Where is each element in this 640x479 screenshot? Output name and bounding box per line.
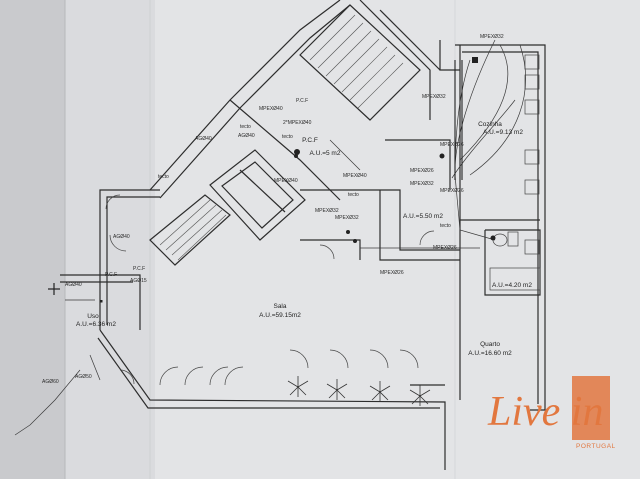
terrace-plants (287, 376, 431, 406)
tag-mpex40-d: 2*MPEXØ40 (283, 120, 312, 126)
tag-ag60: AGØ60 (42, 379, 59, 385)
tag-mpex26-e: MPEXØ26 (380, 270, 404, 276)
tag-pcf-left: P.C.F (105, 272, 117, 278)
room-area-cozinha: A.U.=9.13 m2 (483, 129, 523, 136)
tag-ag40-a: AGØ40 (195, 136, 212, 142)
room-name-uso: Uso (87, 313, 99, 320)
tag-pcf-left-2: P.C.F (133, 266, 145, 272)
room-name-quarto: Quarto (480, 341, 500, 348)
supply-pipe (454, 60, 463, 180)
stair-treads (159, 14, 404, 261)
room-area-sala: A.U.=59.15m2 (259, 312, 301, 319)
logo-block (572, 376, 610, 440)
room-name-cozinha: Cozinha (478, 121, 502, 128)
tag-ag40-c: AGØ40 (113, 234, 130, 240)
room-area-quarto: A.U.=16.60 m2 (468, 350, 512, 357)
tag-mpex40-c: MPEXØ40 (343, 173, 367, 179)
tag-tecto-a: tecto (240, 124, 251, 130)
tag-ag50: AGØ50 (75, 374, 92, 380)
room-area-bathroom: A.U.=5.50 m2 (403, 213, 443, 220)
room-area-uso: A.U.=6.36 m2 (76, 321, 116, 328)
tag-ag40-d: AGØ40 (65, 282, 82, 288)
paper-fold-left (0, 0, 65, 479)
tag-mpex32-c: MPEXØ32 (315, 208, 339, 214)
tag-tecto-b: tecto (282, 134, 293, 140)
tag-tecto-d: tecto (348, 192, 359, 198)
tag-mpex32-a: MPEXØ32 (422, 94, 446, 100)
tag-mpex26-c: MPEXØ26 (440, 188, 464, 194)
room-area-pcf-hall: A.U.=5 m2 (310, 150, 341, 157)
tag-mpex32-b: MPEXØ32 (410, 181, 434, 187)
logo-subtitle: PORTUGAL (576, 443, 616, 450)
room-name-pcf-hall: P.C.F (302, 137, 318, 144)
tag-mpex40-a: MPEXØ40 (259, 106, 283, 112)
tag-mpex40-b: MPEXØ40 (274, 178, 298, 184)
tag-tecto-e: tecto (440, 223, 451, 229)
fixture-markers (100, 57, 496, 303)
tag-mpex26-b: MPEXØ26 (410, 168, 434, 174)
tag-mpex26-a: MPEXØ26 (440, 142, 464, 148)
tag-mpex32-d: MPEXØ32 (335, 215, 359, 221)
tag-mpex32-top: MPEXØ32 (480, 34, 504, 40)
tag-ag40-b: AGØ40 (238, 133, 255, 139)
tag-pcf-top: P.C.F (296, 98, 308, 104)
tag-mpex26-d: MPEXØ26 (433, 245, 457, 251)
tag-tecto-c: tecto (158, 174, 169, 180)
paper-panel (65, 0, 155, 479)
walls (60, 0, 546, 470)
valve-symbol (48, 283, 60, 295)
room-name-sala: Sala (273, 303, 286, 310)
door-swings (105, 194, 435, 386)
live-in-logo: Live in PORTUGAL (487, 376, 616, 450)
tag-ag15: AGØ15 (130, 278, 147, 284)
logo-wordmark: Live in (487, 389, 603, 435)
room-area-wc: A.U.=4.20 m2 (492, 282, 532, 289)
pipe-runs (14, 39, 526, 436)
